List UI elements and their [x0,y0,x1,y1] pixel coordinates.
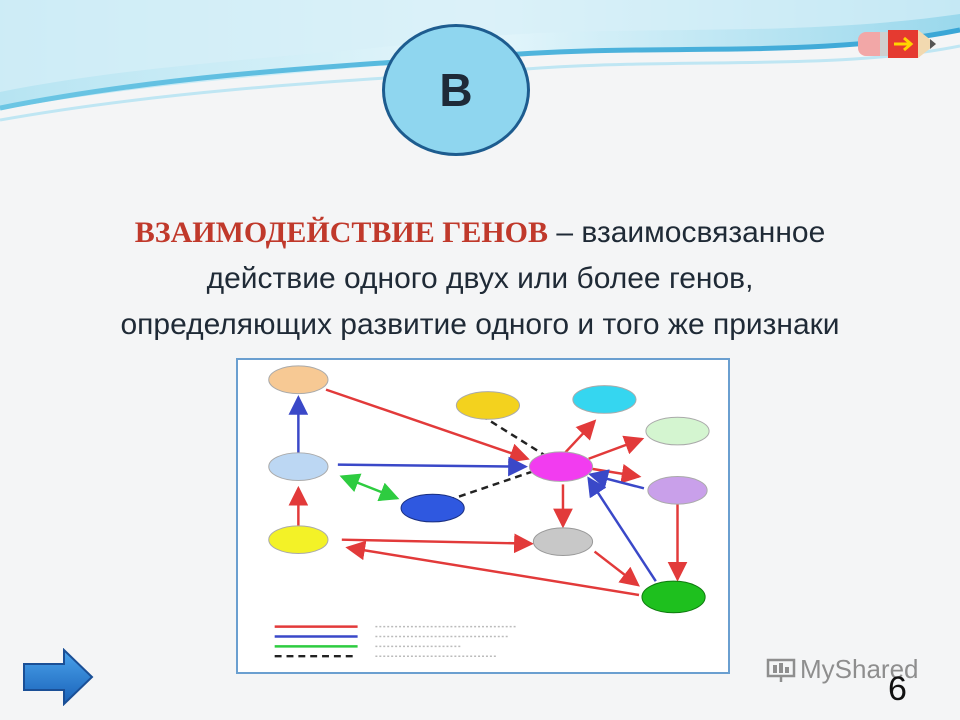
definition-line-3: определяющих развитие одного и того же п… [120,308,840,341]
section-letter: В [439,64,473,116]
definition-line-1-rest: – взаимосвязанное [548,216,826,249]
gene-network-graphic [268,365,710,658]
page-number: 6 [888,670,907,708]
definition-text: ВЗАИМОДЕЙСТВИЕ ГЕНОВ – взаимосвязанное д… [20,210,940,348]
definition-term: ВЗАИМОДЕЙСТВИЕ ГЕНОВ [134,216,549,249]
gene-interaction-diagram [236,358,730,674]
diagram-nodes [268,365,710,614]
arrow-right-icon[interactable] [22,648,94,706]
definition-line-1: ВЗАИМОДЕЙСТВИЕ ГЕНОВ – взаимосвязанное [20,210,940,256]
pencil-icon[interactable] [856,26,942,62]
diagram-edges [288,388,688,597]
diagram-legend [274,625,516,658]
watermark: MyShared [766,654,919,685]
definition-line-2: действие одного двух или более генов, [206,262,754,295]
watermark-text: MyShared [800,654,919,684]
presentation-icon [766,658,796,682]
section-badge: В [382,24,530,156]
